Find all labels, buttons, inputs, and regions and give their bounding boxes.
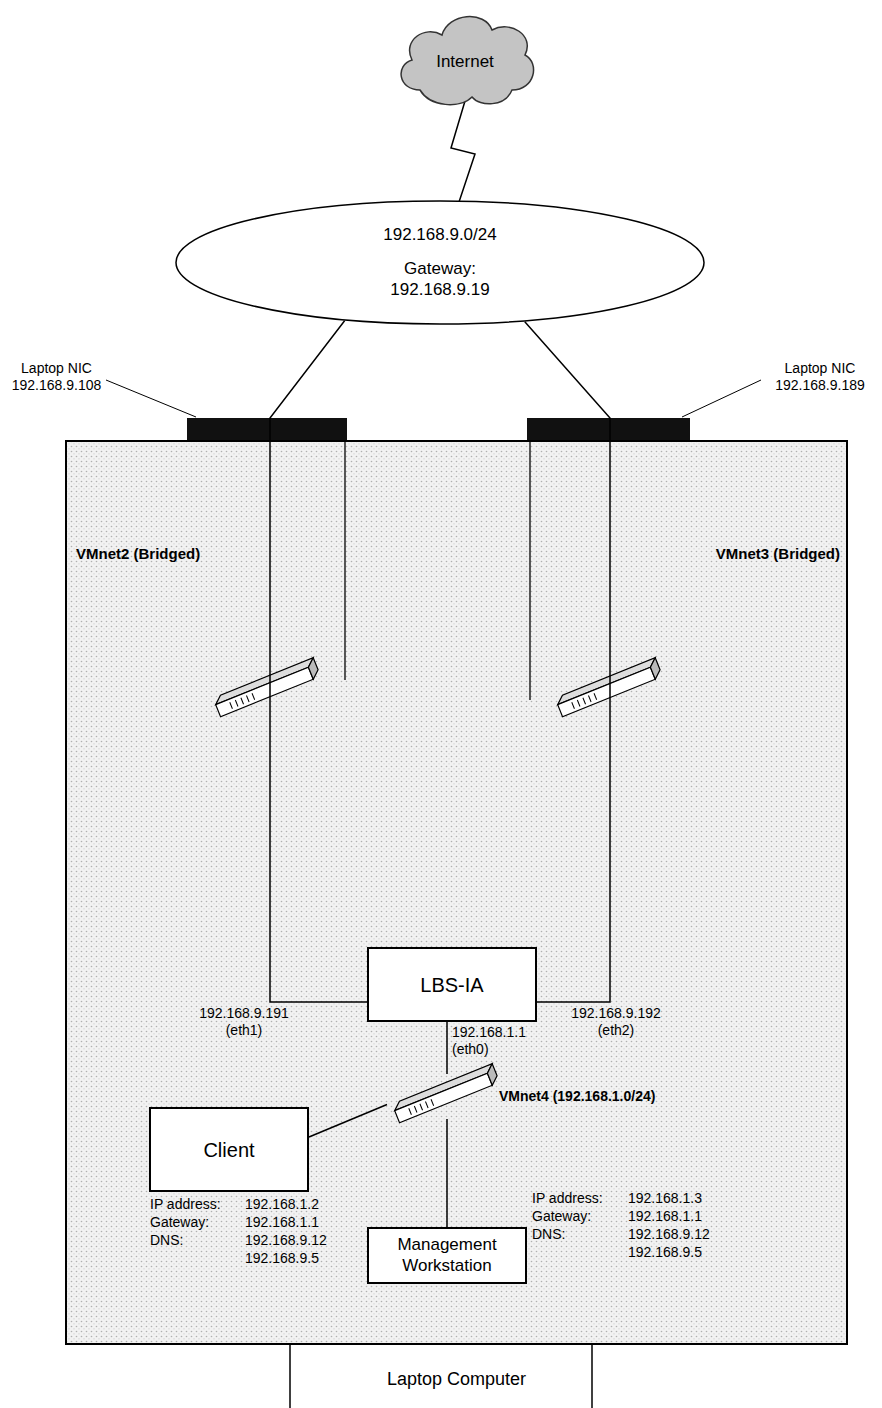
network-link <box>446 1119 448 1227</box>
config-cell: 192.168.1.1 <box>628 1208 702 1225</box>
config-cell: DNS: <box>532 1226 565 1243</box>
network-label: VMnet3 (Bridged) <box>690 545 840 563</box>
network-label: VMnet2 (Bridged) <box>76 545 246 563</box>
config-cell: 192.168.9.12 <box>245 1232 327 1249</box>
config-cell: 192.168.9.5 <box>245 1250 319 1267</box>
leader-line <box>682 380 761 417</box>
network-label: 192.168.9.192 (eth2) <box>560 1005 672 1039</box>
network-label: 192.168.1.1 (eth0) <box>452 1024 547 1058</box>
node-text: Laptop Computer <box>67 1369 846 1391</box>
nic-card <box>527 418 690 440</box>
network-ellipse: 192.168.9.0/24Gateway: 192.168.9.19 <box>175 200 705 325</box>
network-label: Laptop NIC 192.168.9.189 <box>765 360 875 394</box>
switch-icon <box>555 658 663 717</box>
network-label: 192.168.9.191 (eth1) <box>188 1005 300 1039</box>
bridge-line <box>529 440 530 700</box>
network-link <box>309 1105 387 1138</box>
switch-icon <box>387 1074 507 1119</box>
config-cell: 192.168.9.5 <box>628 1244 702 1261</box>
tab-line <box>591 1345 593 1408</box>
node-text: Internet <box>436 52 494 72</box>
bridge-line <box>344 440 345 680</box>
network-link <box>270 321 367 1002</box>
leader-line <box>106 380 196 417</box>
lightning-link <box>451 101 475 202</box>
tab-line <box>289 1345 291 1408</box>
node-text: 192.168.9.0/24 <box>383 225 496 245</box>
config-cell: Gateway: <box>150 1214 209 1231</box>
config-cell: 192.168.9.12 <box>628 1226 710 1243</box>
config-cell: IP address: <box>532 1190 603 1207</box>
node-text: Management Workstation <box>377 1235 517 1276</box>
switch-icon <box>213 658 321 717</box>
config-cell: 192.168.1.3 <box>628 1190 702 1207</box>
switch-node: VMnet4 (192.168.1.0/24) <box>387 1074 507 1119</box>
config-cell: IP address: <box>150 1196 221 1213</box>
node-text: LBS-IA <box>420 973 483 997</box>
client-box: Client <box>149 1107 309 1192</box>
network-link <box>446 1022 448 1074</box>
config-cell: 192.168.1.2 <box>245 1196 319 1213</box>
nic-card <box>187 418 347 440</box>
config-cell: DNS: <box>150 1232 183 1249</box>
laptop-ground <box>65 440 848 1345</box>
server-box: LBS-IA <box>367 947 537 1022</box>
node-text: VMnet4 (192.168.1.0/24) <box>499 1088 655 1105</box>
workstation-box: Management Workstation <box>367 1227 527 1284</box>
cloud-shape: Internet <box>390 5 540 110</box>
network-link <box>525 322 610 1002</box>
config-cell: Gateway: <box>532 1208 591 1225</box>
config-cell: 192.168.1.1 <box>245 1214 319 1231</box>
node-text: Client <box>203 1138 254 1162</box>
network-label: Laptop NIC 192.168.9.108 <box>4 360 109 394</box>
node-text: Gateway: 192.168.9.19 <box>370 259 510 300</box>
